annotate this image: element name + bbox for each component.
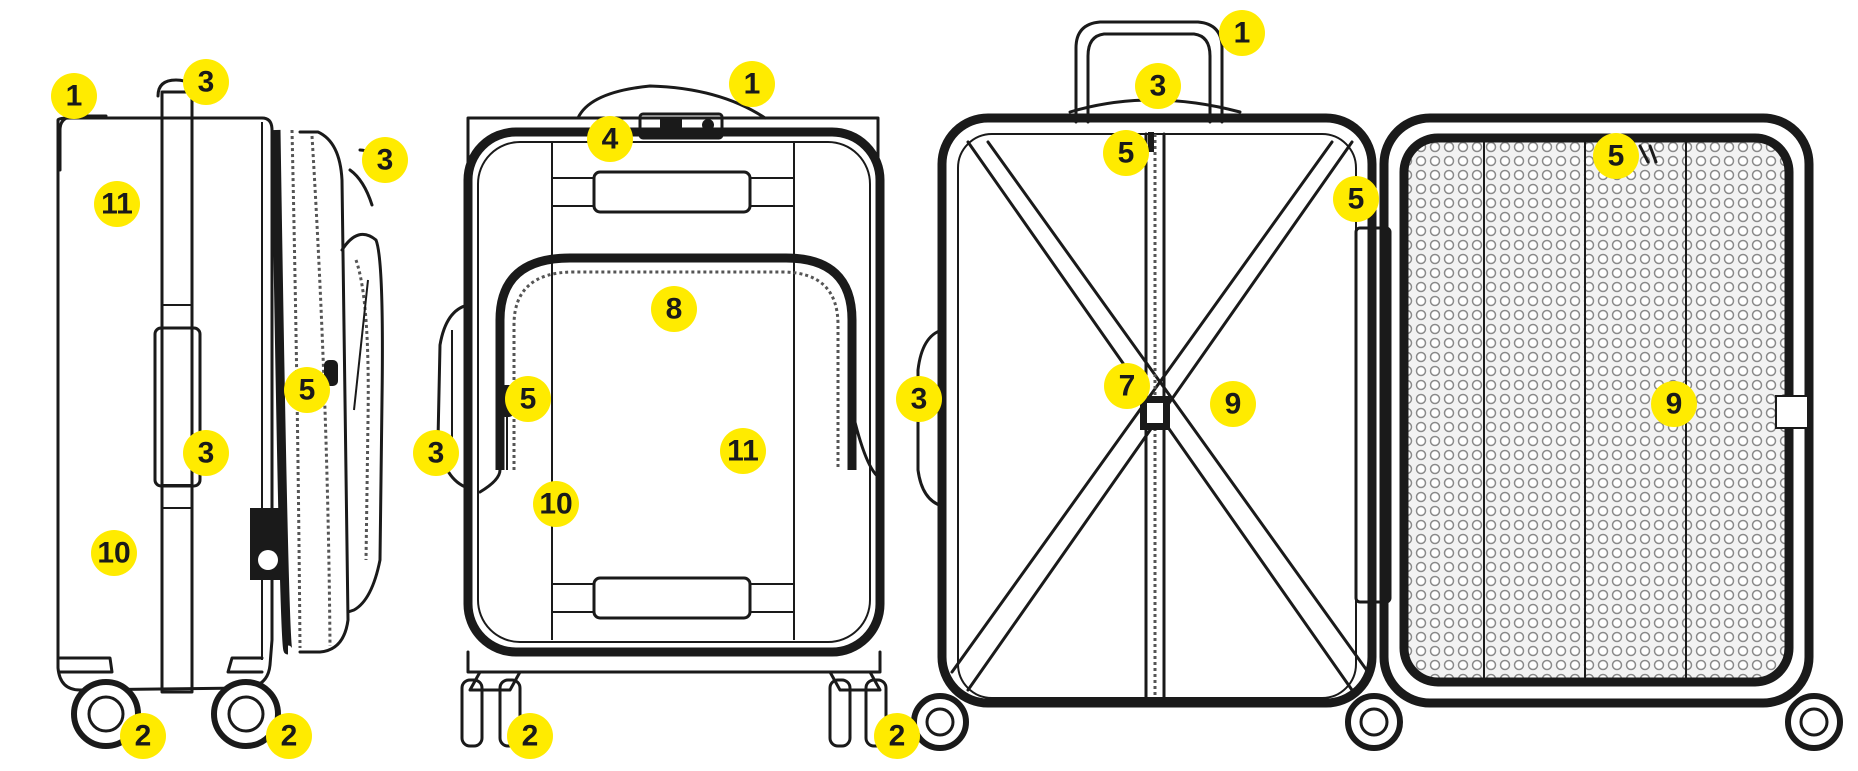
callout-marker: 5 bbox=[284, 367, 330, 413]
svg-text:2: 2 bbox=[889, 720, 906, 753]
svg-text:11: 11 bbox=[727, 435, 759, 468]
svg-text:10: 10 bbox=[539, 488, 572, 521]
callout-marker: 3 bbox=[183, 430, 229, 476]
svg-text:5: 5 bbox=[1118, 137, 1135, 170]
callout-marker: 2 bbox=[507, 713, 553, 759]
svg-text:2: 2 bbox=[522, 720, 539, 753]
svg-text:4: 4 bbox=[602, 123, 619, 156]
svg-text:2: 2 bbox=[135, 720, 152, 753]
svg-text:9: 9 bbox=[1666, 388, 1683, 421]
callout-marker: 11 bbox=[94, 181, 140, 227]
callout-marker: 9 bbox=[1651, 381, 1697, 427]
callout-marker: 5 bbox=[1103, 130, 1149, 176]
svg-text:3: 3 bbox=[1150, 70, 1167, 103]
callout-marker: 2 bbox=[266, 713, 312, 759]
callout-marker: 3 bbox=[183, 59, 229, 105]
svg-text:10: 10 bbox=[97, 537, 130, 570]
callout-marker: 2 bbox=[120, 713, 166, 759]
open-interior-suitcase bbox=[911, 20, 1843, 751]
svg-text:3: 3 bbox=[911, 383, 928, 416]
svg-text:11: 11 bbox=[101, 188, 133, 221]
svg-text:1: 1 bbox=[66, 80, 83, 113]
callout-marker: 4 bbox=[587, 116, 633, 162]
callout-marker: 1 bbox=[729, 61, 775, 107]
svg-text:5: 5 bbox=[1348, 183, 1365, 216]
svg-text:7: 7 bbox=[1119, 370, 1136, 403]
callout-marker: 5 bbox=[505, 376, 551, 422]
svg-text:2: 2 bbox=[281, 720, 298, 753]
svg-text:3: 3 bbox=[377, 144, 394, 177]
callout-marker: 1 bbox=[1219, 10, 1265, 56]
callout-marker: 2 bbox=[874, 713, 920, 759]
callout-marker: 5 bbox=[1593, 133, 1639, 179]
svg-text:1: 1 bbox=[744, 68, 761, 101]
callout-marker: 10 bbox=[533, 481, 579, 527]
svg-text:3: 3 bbox=[198, 437, 215, 470]
callout-marker: 3 bbox=[896, 376, 942, 422]
svg-text:1: 1 bbox=[1234, 17, 1251, 50]
svg-text:9: 9 bbox=[1225, 388, 1242, 421]
svg-text:3: 3 bbox=[198, 66, 215, 99]
svg-text:3: 3 bbox=[428, 437, 445, 470]
callout-marker: 3 bbox=[362, 137, 408, 183]
callout-marker: 10 bbox=[91, 530, 137, 576]
front-view-suitcase bbox=[436, 84, 888, 748]
callout-marker: 3 bbox=[1135, 63, 1181, 109]
callout-marker: 3 bbox=[413, 430, 459, 476]
callout-marker: 11 bbox=[720, 428, 766, 474]
callout-marker: 1 bbox=[51, 73, 97, 119]
svg-text:8: 8 bbox=[666, 293, 683, 326]
callout-marker: 7 bbox=[1104, 363, 1150, 409]
callout-marker: 5 bbox=[1333, 176, 1379, 222]
svg-text:5: 5 bbox=[520, 383, 537, 416]
side-view-suitcase bbox=[56, 78, 384, 749]
callout-marker: 8 bbox=[651, 286, 697, 332]
callout-marker: 9 bbox=[1210, 381, 1256, 427]
svg-text:5: 5 bbox=[1608, 140, 1625, 173]
callout-markers: 1 3 3 11 5 3 10 2 2 1 4 8 5 3 11 10 2 1 … bbox=[51, 10, 1697, 759]
svg-text:5: 5 bbox=[299, 374, 316, 407]
